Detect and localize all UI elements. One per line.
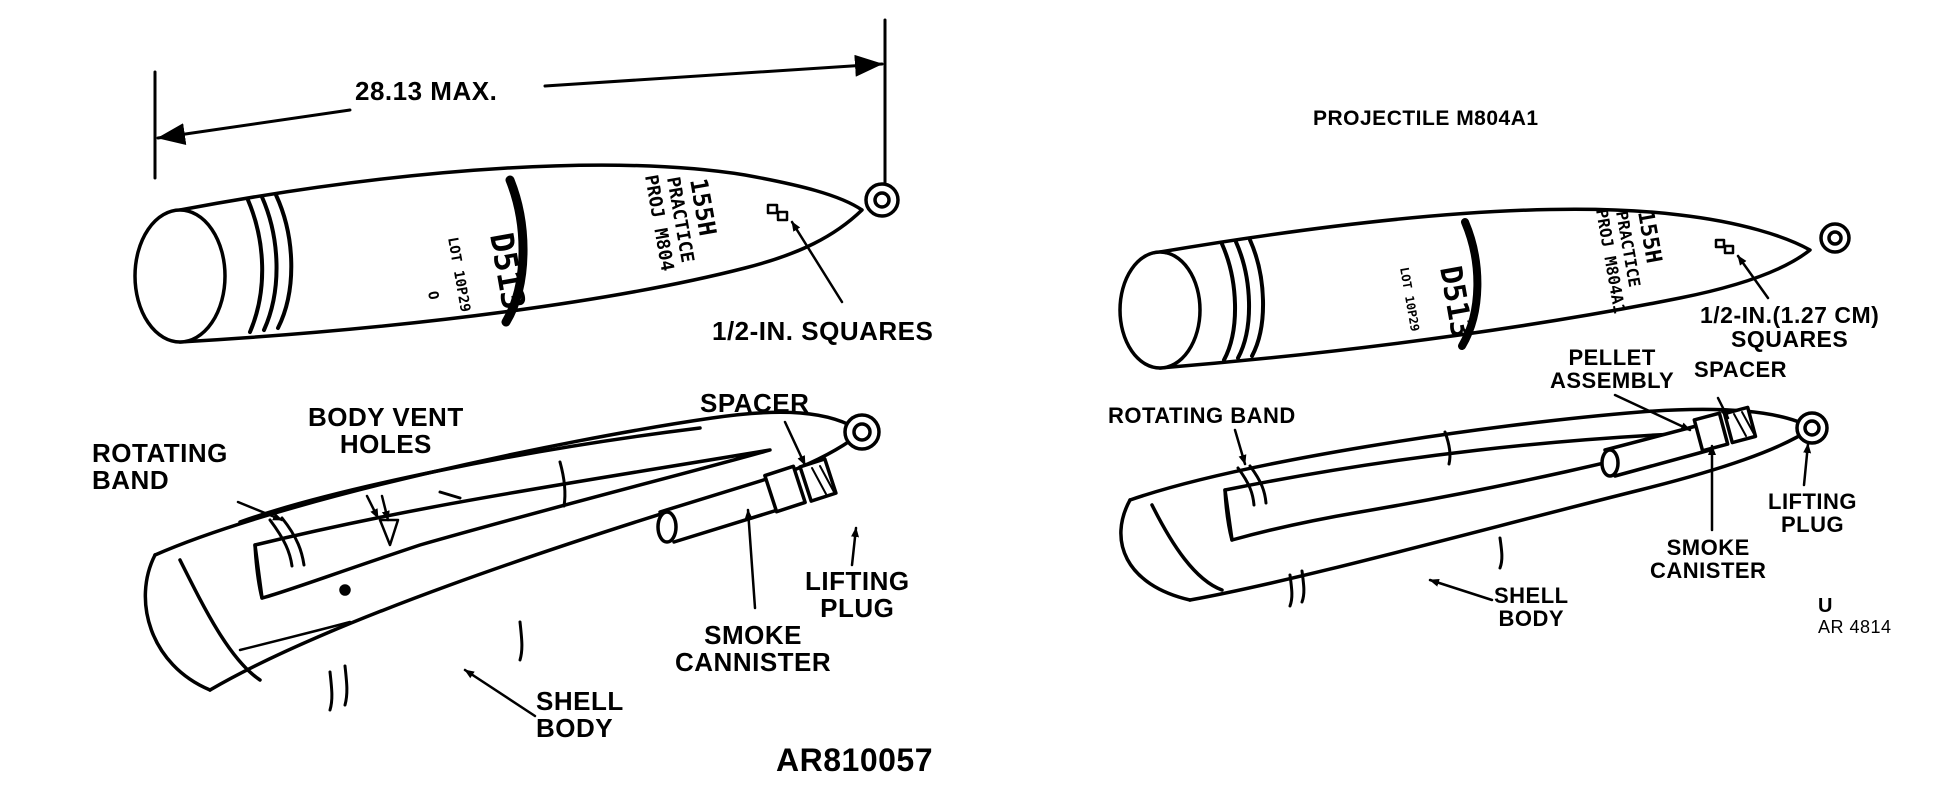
- left-leader-lines: [236, 420, 860, 718]
- lifting-plug-label: LIFTING PLUG: [805, 566, 910, 624]
- right-figure: D513 LOT 10P29 155H PRACTICE PROJ M804A1: [1118, 207, 1851, 608]
- right-exterior-shell: [1118, 207, 1851, 370]
- small-mark: O: [424, 290, 441, 301]
- classification-mark: U: [1818, 595, 1833, 617]
- squares-label: 1/2-IN. SQUARES: [712, 316, 934, 346]
- rotating-band-label: ROTATING BAND: [92, 438, 228, 496]
- spacer-label-right: SPACER: [1694, 357, 1788, 382]
- right-leader-lines: [1233, 393, 1812, 602]
- dimension-line: [153, 18, 887, 210]
- pellet-assembly-label: PELLET ASSEMBLY: [1550, 345, 1675, 394]
- left-figure: D513 LOT 10P29 O 155H PRACTICE PROJ M804: [133, 18, 900, 718]
- left-squares-mark: [766, 203, 844, 304]
- shell-body-label: SHELL BODY: [536, 686, 624, 744]
- smoke-cannister-label: SMOKE CANNISTER: [675, 620, 832, 678]
- smoke-canister-label-right: SMOKE CANISTER: [1650, 535, 1767, 584]
- left-figure-id: AR810057: [776, 742, 933, 778]
- lifting-plug-label-right: LIFTING PLUG: [1768, 489, 1858, 538]
- right-cutaway-shell: [1119, 405, 1829, 608]
- squares-label-right: 1/2-IN.(1.27 CM) SQUARES: [1700, 302, 1880, 353]
- right-squares-mark: [1714, 238, 1770, 300]
- shell-body-label-right: SHELL BODY: [1494, 583, 1569, 632]
- dimension-label: 28.13 MAX.: [355, 76, 498, 106]
- rotating-band-label-right: ROTATING BAND: [1108, 403, 1296, 428]
- left-cutaway-shell: [143, 410, 881, 712]
- left-exterior-shell: [133, 163, 900, 344]
- spacer-label: SPACER: [700, 388, 810, 418]
- right-figure-id: AR 4814: [1818, 617, 1892, 637]
- right-figure-title: PROJECTILE M804A1: [1313, 107, 1539, 130]
- body-vent-holes-label: BODY VENT HOLES: [308, 402, 464, 460]
